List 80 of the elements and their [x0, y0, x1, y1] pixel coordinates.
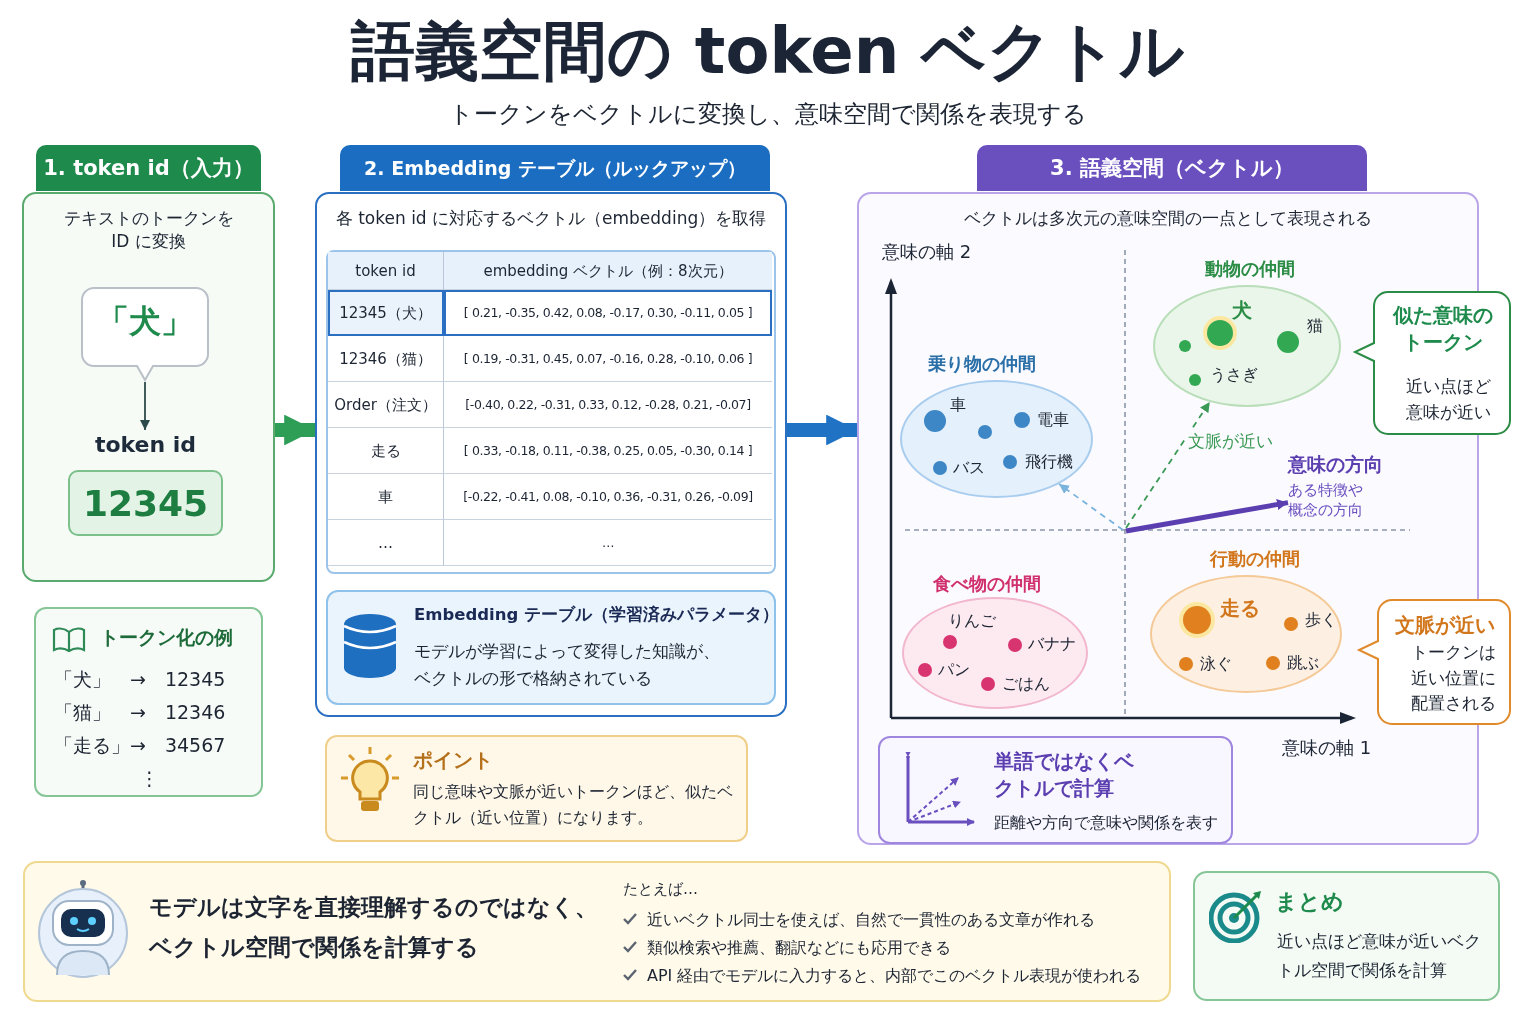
table-cell: 走る: [328, 428, 444, 474]
section-heading: 1. token id（入力）: [36, 145, 261, 191]
token-word: バス: [953, 457, 985, 479]
cluster-heading: 動物の仲間: [1205, 257, 1295, 281]
table-cell: [ 0.21, -0.35, 0.42, 0.08, -0.17, 0.30, -0.11, 0.05 ]: [444, 290, 772, 336]
card-text: 同じ意味や文脈が近いトークンほど、似たベクトル（近い位置）になります。: [413, 781, 734, 829]
direction-text: ある特徴や概念の方向: [1288, 480, 1364, 521]
callout-text: トークンは近い位置に配置される: [1409, 641, 1497, 715]
panel-description: テキストのトークンを ID に変換: [62, 207, 235, 253]
token-word: 「犬」: [96, 301, 194, 342]
table-cell: Order（注文）: [328, 382, 444, 428]
header-cell: token id: [328, 252, 444, 290]
card-heading: トークン化の例: [100, 625, 233, 650]
token-id-value: 12345: [68, 470, 223, 536]
arrow: [275, 414, 315, 446]
example-item: 類似検索や推薦、翻訳などにも応用できる: [647, 937, 951, 959]
summary-card: [1193, 871, 1500, 1001]
example-card: [34, 607, 263, 797]
token-word: 跳ぶ: [1287, 652, 1319, 674]
arrow: [140, 381, 150, 431]
note-title: 単語ではなくベクトルで計算: [994, 748, 1135, 802]
arrow: [1058, 483, 1124, 531]
token-word: パン: [938, 659, 970, 681]
card-text: モデルが学習によって変得した知識が、ベクトルの形で格納されている: [414, 640, 721, 691]
section-heading: 2. Embedding テーブル（ルックアップ）: [340, 145, 770, 191]
header-cell: embedding ベクトル（例：8次元）: [444, 252, 772, 290]
token-word: 電車: [1037, 409, 1069, 431]
callout-title: 似た意味のトークン: [1392, 302, 1494, 356]
token-word: 猫: [1307, 315, 1323, 337]
cluster-heading: 乗り物の仲間: [928, 352, 1036, 376]
tip-card: [325, 735, 748, 842]
summary-banner: [23, 861, 1171, 1002]
token-word: 車: [950, 394, 966, 416]
token-word: 飛行機: [1025, 451, 1073, 473]
panel-description: 各 token id に対応するベクトル（embedding）を取得: [334, 207, 768, 230]
example-item: 近いベクトル同士を使えば、自然で一貫性のある文章が作れる: [647, 909, 1095, 931]
axis-label: 意味の軸 1: [1282, 736, 1372, 760]
info-card: [326, 590, 776, 705]
arrow: [1125, 401, 1211, 529]
axis-label: 意味の軸 2: [882, 240, 972, 264]
table-cell: 車: [328, 474, 444, 520]
example-item: API 経由でモデルに入力すると、内部でこのベクトル表現が使われる: [647, 965, 1142, 987]
banner-message: モデルは文字を直接理解するのではなく、ベクトル空間で関係を計算する: [149, 893, 599, 963]
cluster-heading: 食べ物の仲間: [933, 572, 1041, 596]
arrow: [787, 414, 857, 446]
example-intro: たとえば…: [623, 879, 698, 900]
table-cell: …: [328, 520, 444, 566]
edge-label: 文脈が近い: [1186, 430, 1275, 453]
panel-description: ベクトルは多次元の意味空間の一点として表現される: [963, 207, 1373, 230]
speech-bubble: [80, 286, 210, 382]
example-row-text: ⋮: [140, 766, 159, 791]
table-cell: 12345（犬）: [328, 290, 444, 336]
note-text: 距離や方向で意味や関係を表す: [994, 812, 1218, 834]
callout-title: 文脈が近い: [1394, 612, 1496, 639]
token-word: 泳ぐ: [1200, 653, 1232, 675]
token-word: うさぎ: [1210, 364, 1258, 386]
token-word: ごはん: [1002, 673, 1050, 695]
token-word: 歩く: [1305, 609, 1337, 631]
cluster-heading: 行動の仲間: [1210, 547, 1300, 571]
direction-title: 意味の方向: [1288, 452, 1383, 477]
example-row-text: 「猫」 → 12346: [54, 700, 226, 725]
token-word: 犬: [1232, 297, 1252, 324]
callout-text: 近い点ほど意味が近い: [1404, 375, 1492, 424]
example-row-text: 「犬」 → 12345: [54, 667, 226, 692]
token-id-label: token id: [93, 431, 198, 459]
table-cell: 12346（猫）: [328, 336, 444, 382]
section-heading: 3. 語義空間（ベクトル）: [977, 145, 1367, 191]
title: 語義空間の token ベクトル: [349, 13, 1187, 90]
token-word: 走る: [1220, 595, 1260, 622]
token-word: バナナ: [1028, 633, 1076, 655]
embedding-table: [326, 250, 776, 574]
subtitle: トークンをベクトルに変換し、意味空間で関係を表現する: [448, 99, 1088, 130]
card-heading: Embedding テーブル（学習済みパラメータ）: [414, 604, 780, 626]
card-heading: ポイント: [413, 747, 493, 774]
arrow: [1125, 499, 1289, 534]
example-row-text: 「走る」→ 34567: [54, 733, 226, 758]
token-word: りんご: [948, 610, 996, 632]
summary-title: まとめ: [1275, 888, 1344, 916]
note-card: [878, 736, 1233, 844]
summary-text: 近い点ほど意味が近いベクトル空間で関係を計算: [1277, 930, 1482, 982]
